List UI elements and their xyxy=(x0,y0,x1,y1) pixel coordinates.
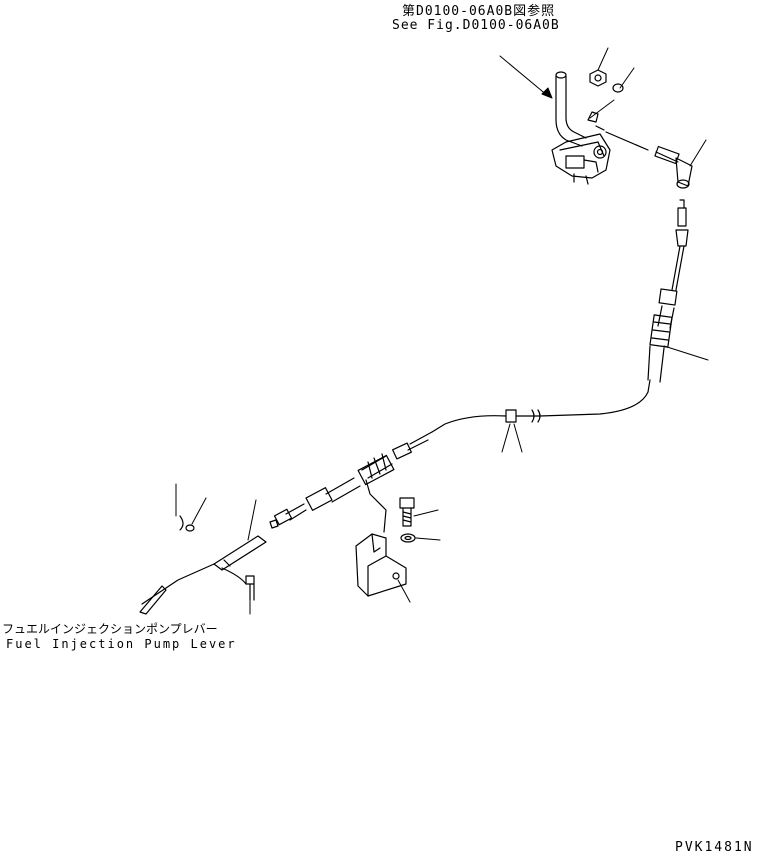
reference-note-japanese: 第D0100-06A0B図参照 xyxy=(402,4,556,19)
drawing-code: PVK1481N xyxy=(675,840,754,855)
rod-end xyxy=(605,131,693,189)
pump-lever-label-english: Fuel Injection Pump Lever xyxy=(6,637,237,651)
pump-lever-end xyxy=(139,515,267,615)
control-lever-assembly xyxy=(551,69,624,185)
leader-lines xyxy=(175,47,709,615)
reference-note-english: See Fig.D0100-06A0B xyxy=(392,18,560,33)
support-bracket xyxy=(355,479,416,597)
control-cable xyxy=(269,199,689,529)
pump-lever-label-japanese: フュエルインジェクションポンプレバー xyxy=(2,622,218,636)
